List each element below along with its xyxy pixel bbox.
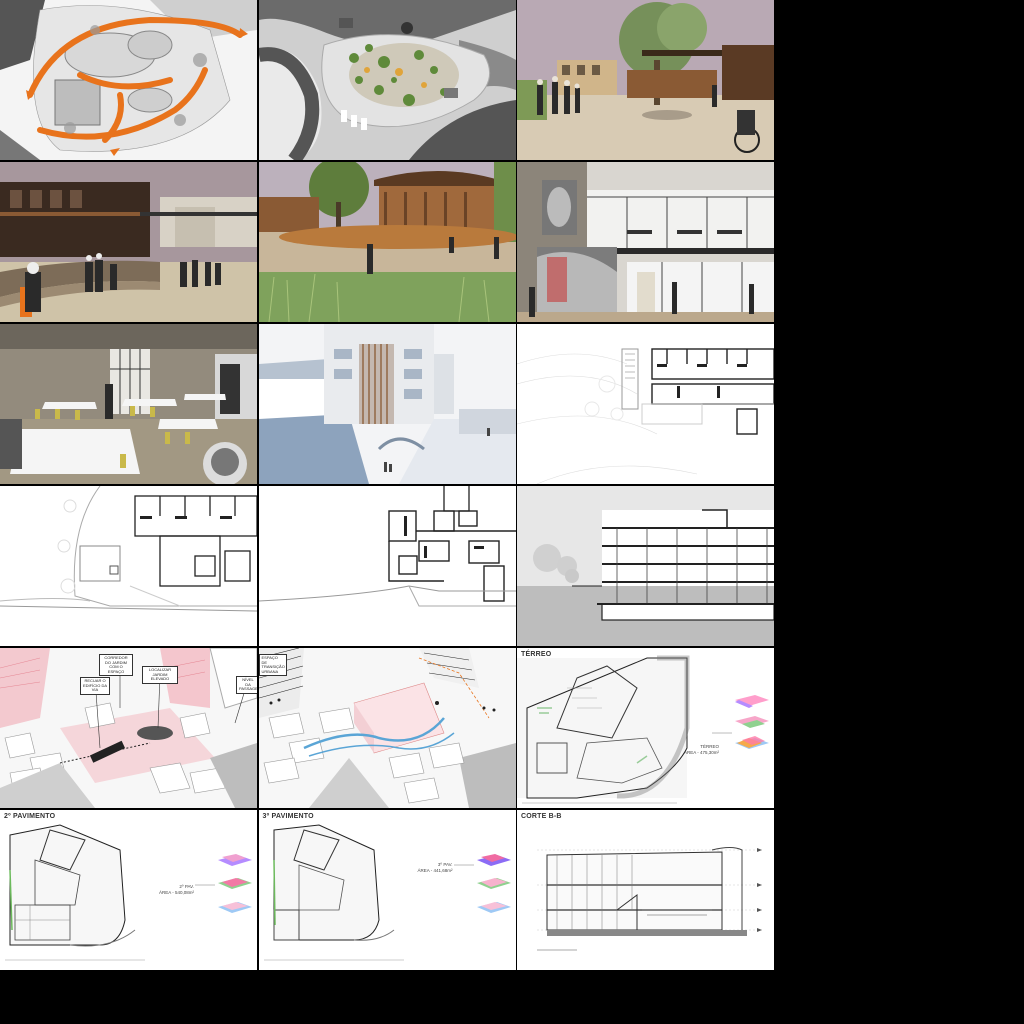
axonometric-diagram-1-graphic: [0, 648, 257, 808]
floor-plan-pavimento-3-graphic: [258, 810, 516, 970]
area-value-terreo: ÁREA - 475,30m²: [683, 749, 719, 755]
area-title-terreo: TÉRREO: [700, 744, 719, 749]
sheet-label-pavimento-2: 2º PAVIMENTO: [4, 813, 56, 820]
diagram-note-4: NÍVEL DA PASSAGEM: [236, 676, 257, 694]
sheet-label-pavimento-3: 3º PAVIMENTO: [262, 813, 314, 820]
sheet-label-corte-bb: CORTE B-B: [521, 813, 562, 820]
site-diagram-drawing: [0, 0, 257, 160]
section-drawing: [517, 486, 774, 646]
plan-drawing-3-graphic: [258, 486, 516, 646]
area-label-pavimento-2: 2º PAV. ÁREA - 540,08m²: [148, 884, 194, 895]
area-label-terreo: TÉRREO ÁREA - 475,30m²: [675, 744, 719, 755]
render-amphitheater: [0, 162, 257, 322]
area-title-pavimento-2: 2º PAV.: [179, 884, 194, 889]
area-value-pavimento-2: ÁREA - 540,08m²: [158, 889, 194, 895]
render-block-building: [258, 324, 516, 484]
render-dining-interior: [0, 324, 257, 484]
render-gallery-facade-image: [517, 162, 774, 322]
render-plaza-image: [517, 0, 774, 160]
render-amphitheater-image: [0, 162, 257, 322]
floor-plan-pavimento-2: 2º PAVIMENTO 2º PAV. ÁREA - 540,08m²: [0, 810, 257, 970]
plan-drawing-1-graphic: [517, 324, 774, 484]
section-drawing-graphic: [517, 486, 774, 646]
axonometric-diagram-1: CORREDOR DO JARDIM COM O ESPAÇO LOCALIZA…: [0, 648, 257, 808]
diagram-note-2: LOCALIZAR JARDIM ELEVADO: [142, 666, 178, 684]
floor-plan-pavimento-3: 3º PAVIMENTO 3º PAV. ÁREA - 441,68m²: [258, 810, 516, 970]
area-title-pavimento-3: 3º PAV.: [437, 862, 453, 867]
floor-plan-terreo-graphic: [517, 648, 774, 808]
plan-drawing-2: [0, 486, 257, 646]
floor-plan-pavimento-2-graphic: [0, 810, 257, 970]
render-plaza: [517, 0, 774, 160]
render-park-image: [258, 162, 516, 322]
area-label-pavimento-3: 3º PAV. ÁREA - 441,68m²: [407, 862, 453, 873]
site-diagram-orange: [0, 0, 257, 160]
sheet-label-terreo: TÉRREO: [521, 651, 552, 658]
render-dining-interior-image: [0, 324, 257, 484]
plan-drawing-1: [517, 324, 774, 484]
site-plan-drawing: [258, 0, 516, 160]
plan-drawing-2-graphic: [0, 486, 257, 646]
site-plan-gray: [258, 0, 516, 160]
render-gallery-facade: [517, 162, 774, 322]
plan-drawing-3: [258, 486, 516, 646]
area-value-pavimento-3: ÁREA - 441,68m²: [417, 867, 453, 873]
render-block-building-image: [258, 324, 516, 484]
diagram-note-5: ESPAÇO DE TRANSIÇÃO URBANA: [258, 654, 287, 677]
axonometric-diagram-2: ESPAÇO DE TRANSIÇÃO URBANA: [258, 648, 516, 808]
section-corte-bb-graphic: [517, 810, 774, 970]
axonometric-diagram-2-graphic: [258, 648, 516, 808]
diagram-note-3: RECUAR O EDIFÍCIO DA VIA: [80, 677, 110, 695]
diagram-note-1: CORREDOR DO JARDIM COM O ESPAÇO: [99, 654, 133, 677]
section-corte-bb: CORTE B-B: [517, 810, 774, 970]
floor-plan-terreo: TÉRREO TÉRREO ÁREA - 475,30m²: [517, 648, 774, 808]
presentation-board: CORREDOR DO JARDIM COM O ESPAÇO LOCALIZA…: [0, 0, 774, 970]
render-park: [258, 162, 516, 322]
